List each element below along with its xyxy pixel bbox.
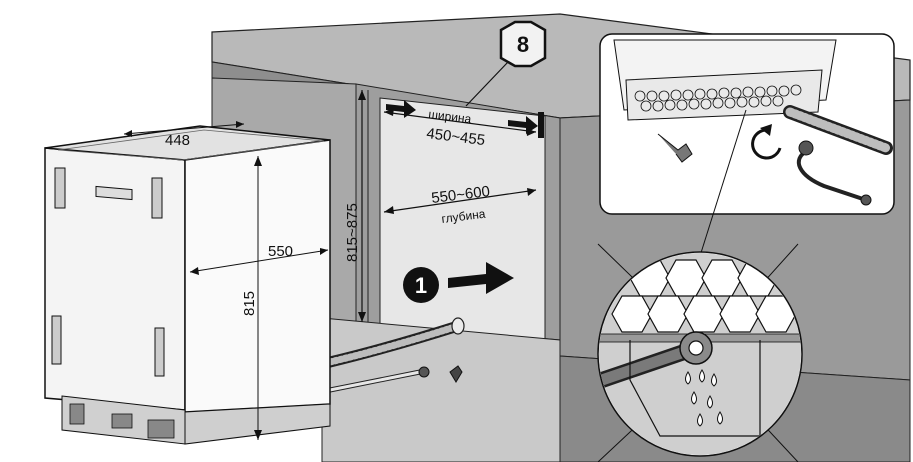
step-badge-fix: 8 <box>465 20 547 107</box>
insert-direction-arrow <box>448 262 514 294</box>
machine-depth-dimension: 550 <box>189 243 329 275</box>
cabinet-base <box>321 317 561 462</box>
machine-width-dimension: 448 <box>123 121 245 149</box>
cabinet-depth-word: глубина <box>441 207 487 226</box>
drain-hose <box>324 317 465 368</box>
machine-depth-value: 550 <box>268 243 293 260</box>
machine-height-value: 815 <box>241 291 258 316</box>
cabinet-height-dimension: 815~875 <box>344 90 366 322</box>
cabinet-height-value: 815~875 <box>344 203 361 262</box>
hose-connection-inset <box>599 33 895 215</box>
push-arrow-top <box>386 100 416 118</box>
push-arrow-right <box>508 112 544 138</box>
dishwasher <box>44 125 331 445</box>
machine-height-dimension: 815 <box>241 156 262 440</box>
leak-detail-zoom <box>597 243 803 462</box>
step-badge-fix-number: 8 <box>517 32 529 57</box>
inset-leader-line <box>699 109 747 257</box>
cabinet-width-word: ширина <box>428 107 473 126</box>
cabinet-depth-dimension: 550~600 глубина <box>383 183 537 226</box>
step-badge-insert-number: 1 <box>415 273 427 298</box>
inlet-hose <box>329 365 463 393</box>
machine-width-value: 448 <box>165 132 190 149</box>
step-badge-insert: 1 <box>403 267 439 303</box>
